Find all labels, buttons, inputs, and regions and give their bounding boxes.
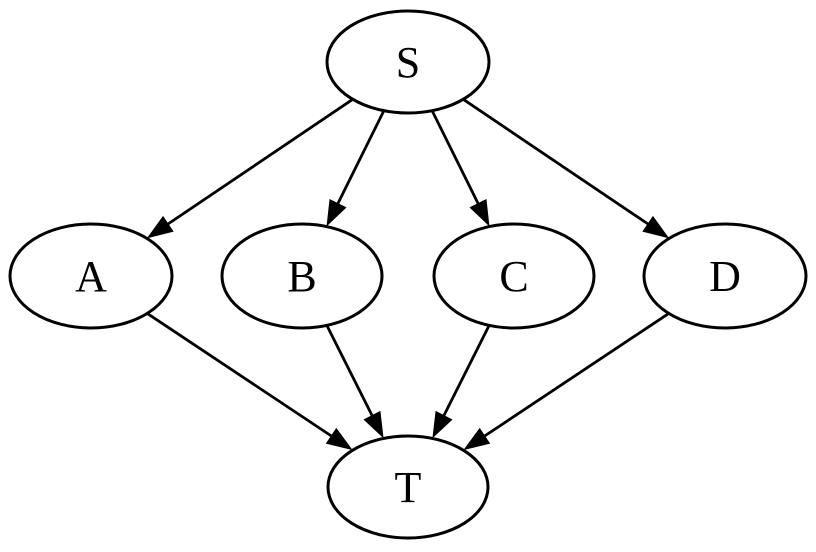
node-T: T (326, 434, 490, 540)
node-A: A (8, 222, 174, 330)
edge-D-T (463, 312, 670, 451)
edge-B-T (325, 324, 384, 439)
node-D: D (642, 222, 808, 330)
edge-C-T-arrowhead-icon (432, 410, 453, 439)
edge-S-C (430, 110, 490, 227)
edge-S-B-arrowhead-icon (326, 198, 347, 227)
node-C-shape (432, 222, 596, 330)
node-A-shape (8, 222, 174, 330)
edge-A-T (146, 312, 353, 451)
edge-S-D (462, 98, 670, 239)
edge-S-D-arrowhead-icon (642, 215, 670, 239)
node-T-shape (326, 434, 490, 540)
edge-S-C-line (430, 110, 481, 206)
node-B: B (220, 222, 384, 330)
edges-layer (146, 98, 670, 451)
node-S-label: S (396, 38, 420, 87)
edge-A-T-line (146, 312, 334, 439)
edge-S-C-arrowhead-icon (469, 198, 490, 227)
edge-B-T-arrowhead-icon (363, 410, 384, 439)
node-C-label: C (499, 252, 528, 301)
node-A-label: A (75, 252, 107, 301)
edge-S-A-arrowhead-icon (146, 215, 174, 239)
edge-S-B-line (335, 110, 386, 206)
edge-D-T-arrowhead-icon (463, 427, 491, 451)
edge-S-A (146, 98, 354, 239)
node-S-shape (325, 9, 491, 115)
nodes-layer: S A B C D T (8, 9, 808, 540)
edge-S-A-line (165, 98, 354, 227)
node-B-label: B (287, 252, 316, 301)
node-B-shape (220, 222, 384, 330)
edge-B-T-line (325, 324, 375, 418)
node-C: C (432, 222, 596, 330)
edge-S-D-line (462, 98, 651, 227)
edge-C-T-line (441, 324, 491, 418)
edge-D-T-line (482, 312, 670, 439)
node-D-label: D (709, 252, 741, 301)
edge-A-T-arrowhead-icon (325, 427, 353, 451)
node-T-label: T (395, 463, 422, 512)
node-S: S (325, 9, 491, 115)
edge-C-T (432, 324, 491, 439)
edge-S-B (326, 110, 386, 227)
node-D-shape (642, 222, 808, 330)
